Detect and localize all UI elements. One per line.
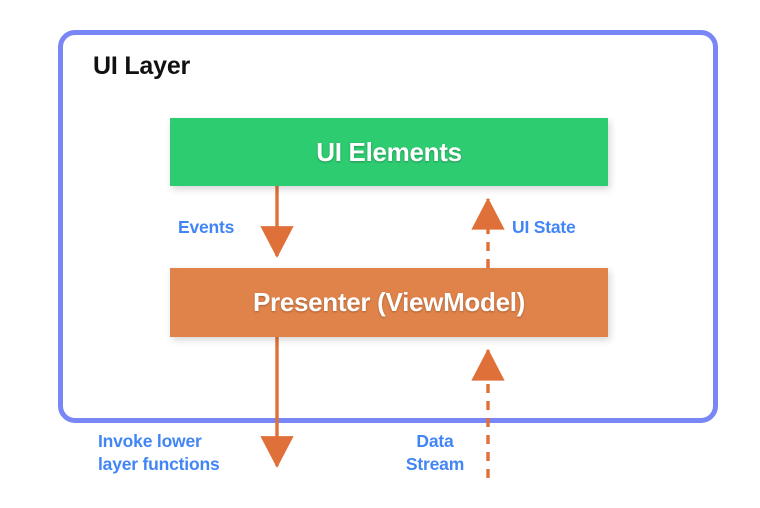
edge-label-data-stream: Data Stream [405,431,465,475]
node-presenter[interactable]: Presenter (ViewModel) [170,268,608,337]
edge-label-invoke-lower-layer-functions: Invoke lower layer functions [98,431,220,475]
node-presenter-label: Presenter (ViewModel) [252,287,526,317]
edge-label-ui-state: UI State [512,217,576,237]
node-ui-elements[interactable]: UI Elements [170,118,608,186]
node-ui-elements-label: UI Elements [316,136,462,167]
edge-label-events: Events [178,217,235,237]
ui-layer-container [58,30,718,423]
ui-layer-title: UI Layer [93,52,191,80]
